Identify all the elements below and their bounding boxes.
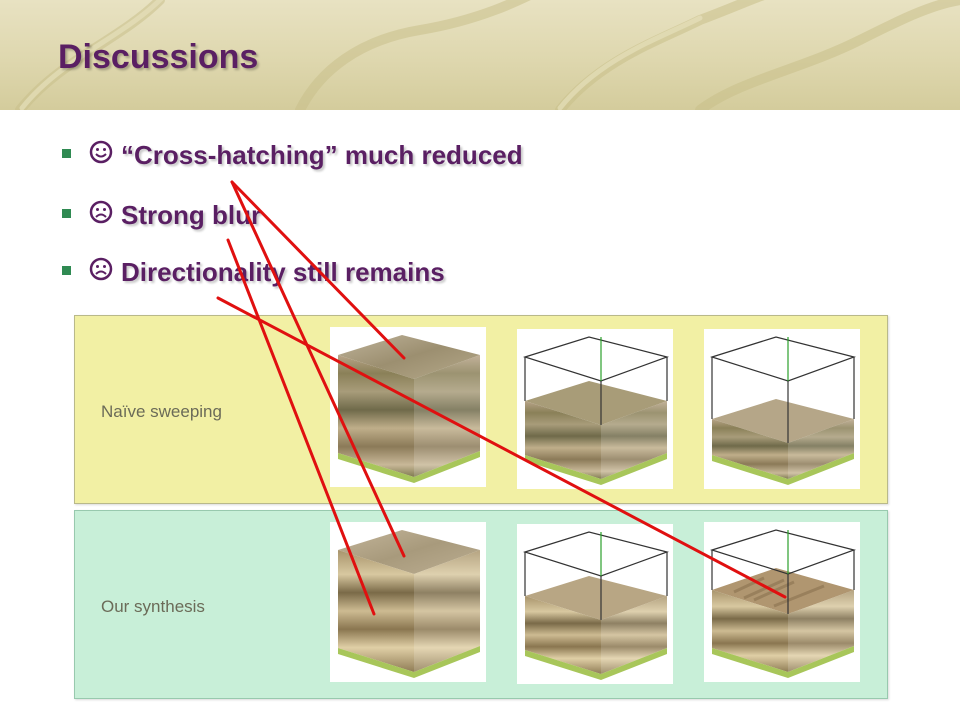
slide-title: Discussions <box>58 38 259 76</box>
frown-face-icon <box>89 257 113 288</box>
square-bullet-icon <box>62 265 71 275</box>
bullet-text: Directionality still remains <box>121 257 445 287</box>
textured-cube-image <box>522 531 670 680</box>
bullet-text: “Cross-hatching” much reduced <box>121 140 523 170</box>
cube-thumbnail-full <box>330 327 486 487</box>
textured-cube-image <box>338 335 480 483</box>
textured-cube-image <box>709 529 857 678</box>
bullet-item: “Cross-hatching” much reduced <box>62 140 523 173</box>
cube-thumbnail-third <box>704 329 860 489</box>
smile-face-icon <box>89 140 113 171</box>
textured-cube-image <box>338 530 480 678</box>
bullet-text: Strong blur <box>121 200 262 230</box>
textured-cube-image <box>522 336 670 485</box>
cube-thumbnail-half <box>517 329 673 489</box>
decorative-branches <box>15 0 960 110</box>
bullet-item: Strong blur <box>62 200 261 233</box>
cube-thumbnail-half <box>517 524 673 684</box>
cube-thumbnail-third <box>704 522 860 682</box>
bullet-item: Directionality still remains <box>62 257 445 290</box>
panel-label: Our synthesis <box>101 597 205 616</box>
square-bullet-icon <box>62 148 71 158</box>
panel-label: Naïve sweeping <box>101 402 222 421</box>
cube-thumbnail-full <box>330 522 486 682</box>
textured-cube-image <box>709 336 857 485</box>
frown-face-icon <box>89 200 113 231</box>
header-banner: Discussions <box>0 0 960 110</box>
square-bullet-icon <box>62 208 71 218</box>
